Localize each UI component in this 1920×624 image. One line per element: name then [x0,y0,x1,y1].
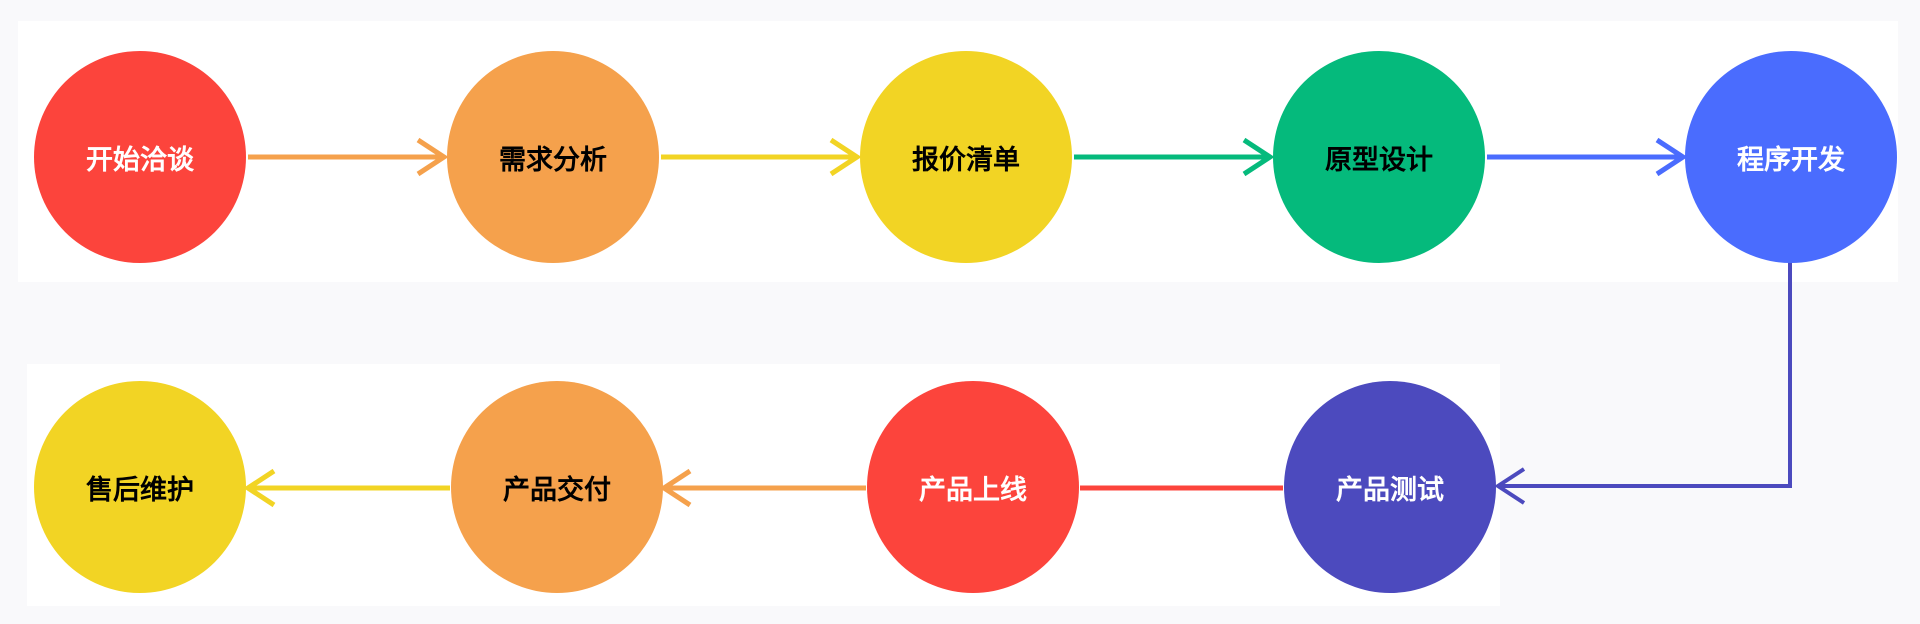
node-requirements-analysis[interactable]: 需求分析 [447,51,659,263]
arrow-4-5 [1487,137,1688,177]
node-label: 程序开发 [1737,144,1845,176]
node-label: 产品交付 [503,474,611,506]
arrow-8-9 [243,468,450,508]
node-after-sales[interactable]: 售后维护 [34,381,246,593]
node-label: 开始洽谈 [86,144,194,176]
node-delivery[interactable]: 产品交付 [451,381,663,593]
node-label: 产品测试 [1336,474,1444,506]
node-launch[interactable]: 产品上线 [867,381,1079,593]
node-quotation[interactable]: 报价清单 [860,51,1072,263]
arrow-5-6 [1494,262,1792,505]
arrow-3-4 [1074,137,1275,177]
node-label: 需求分析 [499,144,607,176]
node-label: 产品上线 [919,474,1027,506]
node-start-negotiation[interactable]: 开始洽谈 [34,51,246,263]
bottom-row-panel [27,364,1500,606]
node-prototype-design[interactable]: 原型设计 [1273,51,1485,263]
arrow-1-2 [248,137,449,177]
node-label: 售后维护 [86,474,194,506]
node-development[interactable]: 程序开发 [1685,51,1897,263]
node-label: 原型设计 [1325,144,1433,176]
node-testing[interactable]: 产品测试 [1284,381,1496,593]
arrow-7-8 [659,468,866,508]
node-label: 报价清单 [912,144,1020,176]
arrow-2-3 [661,137,862,177]
